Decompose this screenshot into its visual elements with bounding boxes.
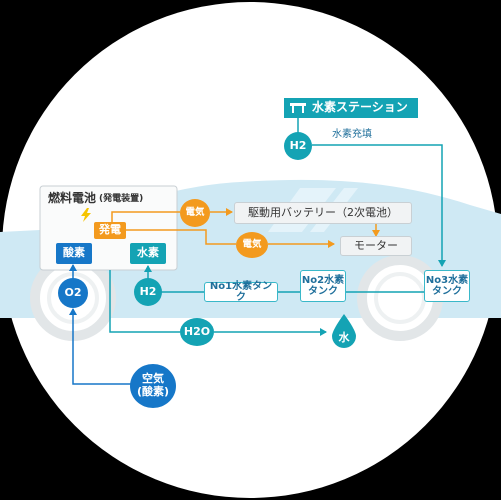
o2-circle: O2 bbox=[58, 278, 88, 308]
air-circle: 空気 (酸素) bbox=[130, 364, 176, 408]
power-generation-box: 発電 bbox=[94, 222, 126, 239]
station-icon bbox=[290, 103, 306, 113]
electricity-circle-1: 電気 bbox=[180, 199, 210, 227]
hydrogen-fill-label: 水素充填 bbox=[332, 129, 372, 141]
hydrogen-box: 水素 bbox=[130, 243, 166, 264]
lightning-icon bbox=[80, 207, 92, 222]
hydrogen-tank-2: No2水素 タンク bbox=[300, 270, 346, 302]
water-drop-icon: 水 bbox=[330, 314, 358, 348]
h2-station-circle: H2 bbox=[284, 132, 312, 160]
oxygen-box: 酸素 bbox=[56, 243, 92, 264]
refuel-line bbox=[312, 144, 446, 267]
hydrogen-tank-1: No1水素タンク bbox=[204, 281, 278, 303]
fuel-cell-title: 燃料電池 (発電装置) bbox=[48, 191, 144, 206]
water-label: 水 bbox=[338, 331, 350, 344]
hydrogen-tank-3: No3水素 タンク bbox=[424, 270, 470, 302]
drive-battery-box: 駆動用バッテリー（2次電池） bbox=[234, 202, 412, 224]
h2o-circle: H2O bbox=[180, 318, 214, 346]
hydrogen-station-label: 水素ステーション bbox=[284, 98, 418, 118]
motor-box: モーター bbox=[340, 236, 412, 256]
air-to-o2-arrow bbox=[69, 308, 133, 385]
electricity-circle-2: 電気 bbox=[236, 232, 268, 258]
h2-fuel-circle: H2 bbox=[134, 278, 162, 306]
